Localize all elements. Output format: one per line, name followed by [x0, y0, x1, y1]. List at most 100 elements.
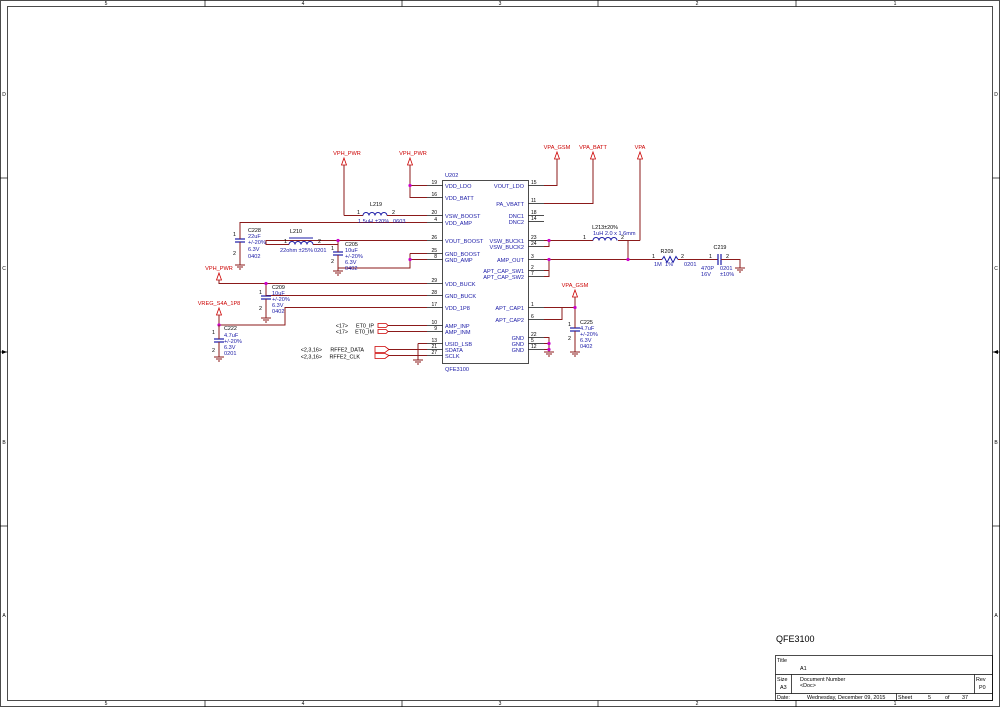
component-value: 1uH 2.0 x 1.6mm — [593, 231, 636, 237]
col-label: 5 — [105, 1, 108, 7]
row-label: C — [2, 266, 6, 272]
component-tolerance: +/-20% — [580, 332, 598, 338]
ground-icon — [413, 359, 423, 365]
component-value: 22uF — [248, 234, 261, 240]
component-refdes: C225 — [580, 320, 593, 326]
pin-name: VSW_BUCK1 — [489, 239, 524, 245]
ground-icon — [333, 268, 343, 276]
col-label: 3 — [499, 701, 502, 707]
capacitor-c205[interactable]: C205 1 2 10uF +/-20% 6.3V 0402 — [331, 242, 363, 272]
inductor-l213[interactable]: L213±20% 1 2 1uH 2.0 x 1.6mm — [580, 225, 636, 241]
inductor-l219[interactable]: L219 1 2 1.5uH ±20% 0603 — [357, 202, 405, 225]
col-label: 5 — [105, 701, 108, 707]
power-port-label: VPA — [635, 145, 646, 151]
pin-number: 1 — [259, 290, 262, 296]
component-package: 0201 — [684, 262, 696, 268]
inductor-l210[interactable]: L210 1 2 22ohm ±25% 0201 — [280, 229, 326, 254]
pin-number: 17 — [431, 302, 437, 308]
ground-icon — [261, 317, 271, 323]
offpage-ref: <17> — [336, 330, 348, 336]
component-voltage: 6.3V — [272, 303, 284, 309]
pin-number: 13 — [431, 338, 437, 344]
pin-number: 9 — [434, 326, 437, 332]
component-refdes: C222 — [224, 326, 237, 332]
pin-number: 29 — [431, 278, 437, 284]
pin-number: 10 — [431, 320, 437, 326]
row-label: A — [2, 613, 6, 619]
offpage-rffe2-data[interactable]: <2,3,16> RFFE2_DATA — [301, 346, 390, 354]
pin-number: 12 — [531, 344, 537, 350]
pin-number: 2 — [568, 336, 571, 342]
sheet-value: 5 — [928, 695, 931, 701]
pin-number: 2 — [259, 306, 262, 312]
ground-icon — [235, 264, 245, 270]
offpage-net: ET0_IM — [355, 330, 374, 336]
pin-name: VDD_AMP — [445, 221, 472, 227]
pin-number: 4 — [434, 217, 437, 223]
pin-name: GND_BUCK — [445, 294, 476, 300]
ic-body[interactable] — [442, 180, 529, 364]
pin-name: VDD_BATT — [445, 196, 474, 202]
pin-number: 2 — [212, 348, 215, 354]
ic-u202[interactable]: U202 QFE3100 — [427, 173, 544, 373]
pin-name: VDD_1P8 — [445, 306, 470, 312]
component-tolerance: +/-20% — [345, 254, 363, 260]
pin-number: 16 — [431, 192, 437, 198]
offpage-rffe2-clk[interactable]: <2,3,16> RFFE2_CLK — [301, 353, 390, 361]
pin-number: 7 — [531, 271, 534, 277]
component-package: 0603 — [393, 219, 405, 225]
component-refdes: L213±20% — [592, 225, 618, 231]
pin-number: 2 — [681, 254, 684, 260]
col-label: 4 — [302, 1, 305, 7]
pin-name: VDD_BUCK — [445, 282, 476, 288]
component-value: 10uF — [345, 248, 358, 254]
wires — [218, 159, 741, 360]
ic-part: QFE3100 — [445, 367, 469, 373]
pin-number: 25 — [431, 248, 437, 254]
resistor-r209[interactable]: R209 1 2 1M 1% 0201 — [652, 249, 696, 268]
pin-number: 23 — [531, 235, 537, 241]
capacitor-c228[interactable]: C228 1 2 22uF +/-20% 6.3V 0402 — [233, 228, 266, 260]
power-port-vph-3: VPH_PWR — [205, 266, 233, 281]
offpage-et0-im[interactable]: <17> ET0_IM — [336, 329, 389, 336]
pin-name: GND — [512, 342, 524, 348]
component-value: 22ohm ±25% — [280, 248, 313, 254]
component-value: 4.7uF — [224, 333, 239, 339]
power-port-label: VREG_S4A_1P8 — [198, 301, 241, 307]
pin-number: 6 — [531, 314, 534, 320]
component-refdes: R209 — [661, 249, 674, 255]
col-label: 2 — [696, 701, 699, 707]
docnum-value: <Doc> — [800, 683, 816, 689]
pin-number: 27 — [431, 350, 437, 356]
offpage-et0-ip[interactable]: <17> ET0_IP — [336, 323, 389, 330]
power-port-vpa-batt: VPA_BATT — [579, 145, 607, 160]
component-tolerance: +/-20% — [248, 240, 266, 246]
offpage-ref: <17> — [336, 324, 348, 330]
pin-name: DNC1 — [509, 214, 524, 220]
capacitor-c222[interactable]: C222 1 2 4.7uF +/-20% 6.3V 0201 — [212, 325, 242, 357]
pin-name: SDATA — [445, 348, 463, 354]
pin-number: 2 — [233, 251, 236, 257]
pin-number: 18 — [531, 210, 537, 216]
pin-number: 28 — [431, 290, 437, 296]
component-refdes: C228 — [248, 228, 261, 234]
component-package: 0402 — [580, 344, 592, 350]
capacitor-c225[interactable]: C225 1 2 4.7uF +/-20% 6.3V 0402 — [568, 320, 598, 350]
pin-number: 22 — [531, 332, 537, 338]
pin-name: USID_LSB — [445, 342, 472, 348]
size-label: Size — [777, 677, 788, 683]
component-package: 0402 — [272, 309, 284, 315]
pin-name: VOUT_BOOST — [445, 239, 484, 245]
of-value: 37 — [962, 695, 968, 701]
pin-number: 24 — [531, 241, 537, 247]
pin-number: 1 — [284, 239, 287, 245]
pin-name: AMP_INM — [445, 330, 471, 336]
capacitor-c209[interactable]: C209 1 2 10uF +/-20% 6.3V 0402 — [259, 285, 290, 315]
component-refdes: C205 — [345, 242, 358, 248]
capacitor-c219[interactable]: C219 1 2 470P 16V 0201 ±10% — [701, 245, 734, 278]
pin-number: 1 — [331, 246, 334, 252]
power-port-vreg-1p8: VREG_S4A_1P8 — [198, 301, 241, 316]
component-value: 4.7uF — [580, 326, 595, 332]
ground-icon — [544, 351, 554, 357]
pin-number: 14 — [531, 216, 537, 222]
